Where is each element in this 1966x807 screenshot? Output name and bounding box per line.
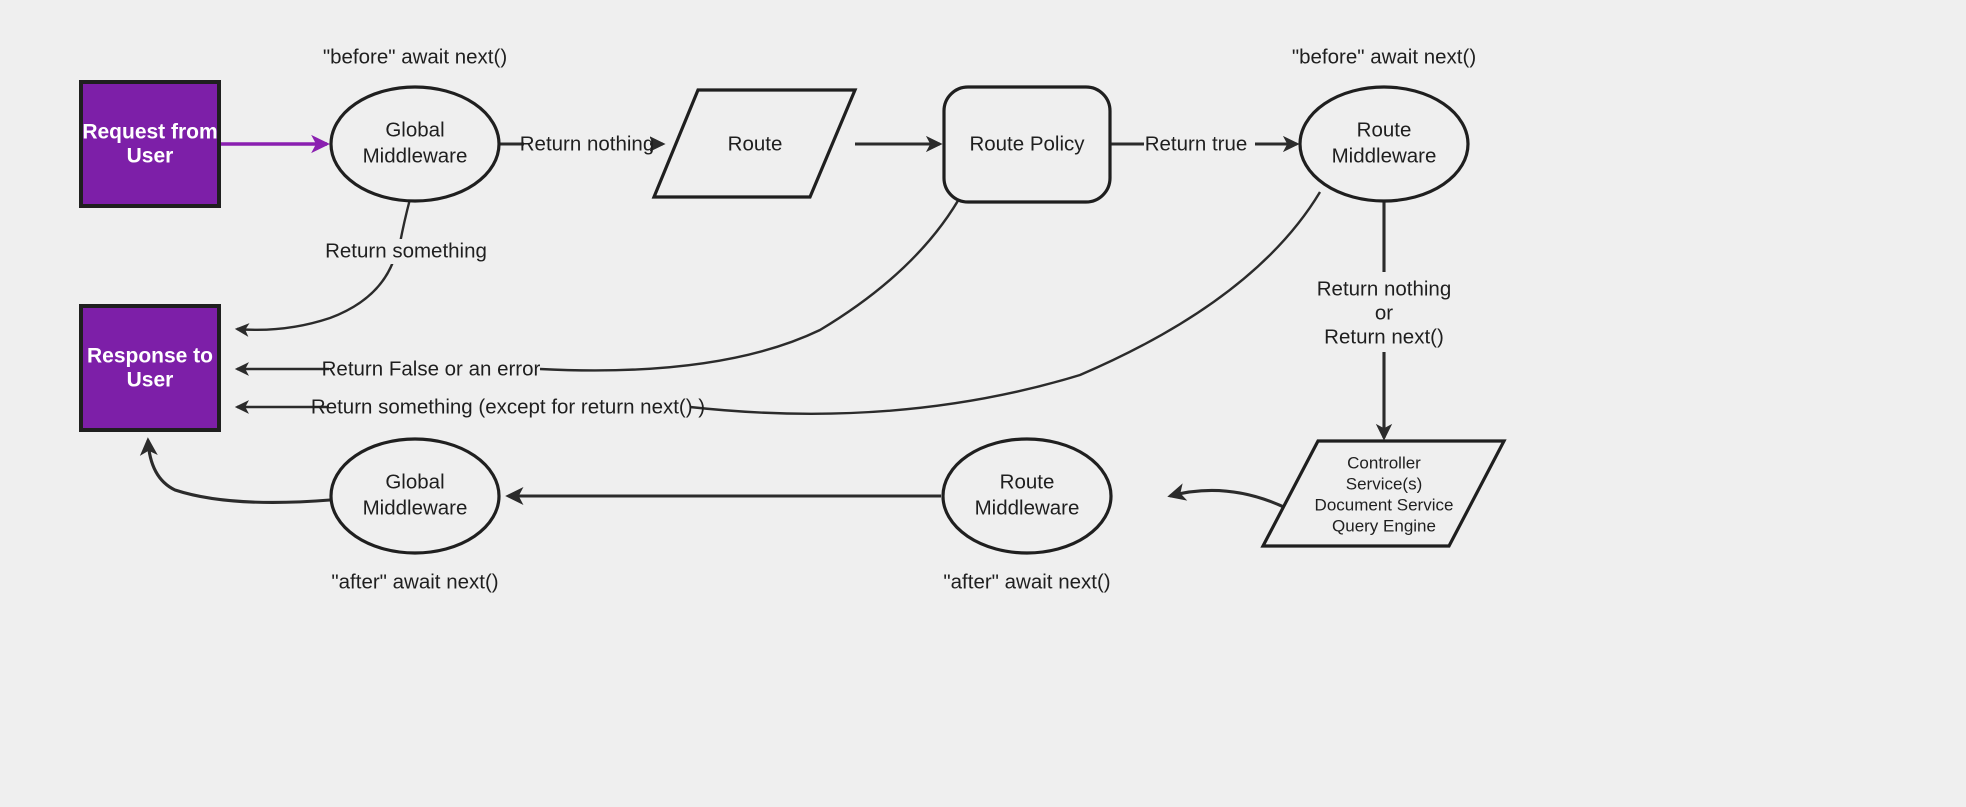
edge-controller-to-route-middleware-bottom (1167, 483, 1291, 512)
route-policy-label: Route Policy (969, 132, 1085, 155)
response-box-line2: User (127, 369, 174, 392)
global-middleware-top-line1: Global (385, 118, 444, 141)
edge-globalmw-to-response (234, 261, 395, 337)
annotation-before-global-middleware: "before" await next() (323, 45, 507, 68)
controller-line3: Document Service (1315, 495, 1454, 514)
response-box-line1: Response to (87, 345, 213, 368)
global-middleware-bottom-line1: Global (385, 470, 444, 493)
label-return-nothing-or-next: Return nothing or Return next() (1312, 275, 1458, 352)
svg-text:Return nothing: Return nothing (1317, 277, 1451, 300)
global-middleware-top-line2: Middleware (363, 144, 468, 167)
svg-text:Return true: Return true (1145, 132, 1248, 155)
route-middleware-bottom-line2: Middleware (975, 496, 1080, 519)
edge-routepolicy-to-response-curve (539, 191, 965, 372)
global-middleware-bottom-line2: Middleware (363, 496, 468, 519)
node-response-to-user[interactable]: Response to User (79, 304, 221, 432)
annotation-after-route-middleware: "after" await next() (943, 570, 1110, 593)
edge-routemw-to-response-curve (689, 191, 1322, 415)
request-box-line1: Request from (82, 121, 217, 144)
route-label: Route (728, 132, 783, 155)
node-route[interactable]: Route (651, 88, 858, 199)
label-return-false-or-error: Return False or an error (322, 357, 541, 382)
svg-text:Return next(): Return next() (1324, 325, 1444, 348)
node-controller-services[interactable]: Controller Service(s) Document Service Q… (1260, 439, 1507, 548)
node-global-middleware-top[interactable]: Global Middleware (329, 85, 501, 203)
svg-text:Return False or an error: Return False or an error (322, 357, 541, 380)
label-return-true: Return true (1144, 132, 1247, 157)
route-middleware-top-line2: Middleware (1332, 144, 1437, 167)
edge-globalmw-return-something-stub (398, 198, 412, 244)
node-global-middleware-bottom[interactable]: Global Middleware (329, 437, 501, 555)
controller-line1: Controller (1347, 453, 1421, 472)
annotation-after-global-middleware: "after" await next() (331, 570, 498, 593)
controller-line2: Service(s) (1346, 474, 1423, 493)
route-middleware-top-line1: Route (1357, 118, 1412, 141)
request-box-line2: User (127, 145, 174, 168)
svg-text:or: or (1375, 301, 1393, 324)
route-middleware-bottom-line1: Route (1000, 470, 1055, 493)
svg-text:Return nothing: Return nothing (520, 132, 654, 155)
controller-line4: Query Engine (1332, 516, 1436, 535)
svg-text:Return something: Return something (325, 239, 487, 262)
node-route-middleware-top[interactable]: Route Middleware (1298, 85, 1470, 203)
label-return-nothing: Return nothing (520, 132, 654, 157)
label-return-something-except-next: Return something (except for return next… (311, 395, 705, 420)
node-route-middleware-bottom[interactable]: Route Middleware (941, 437, 1113, 555)
node-request-from-user[interactable]: Request from User (79, 80, 221, 208)
annotation-before-route-middleware: "before" await next() (1292, 45, 1476, 68)
node-route-policy[interactable]: Route Policy (942, 85, 1112, 204)
label-return-something-top: Return something (325, 239, 487, 264)
svg-text:Return something (except for r: Return something (except for return next… (311, 395, 705, 418)
edge-globalmw-bottom-to-response (139, 437, 331, 505)
